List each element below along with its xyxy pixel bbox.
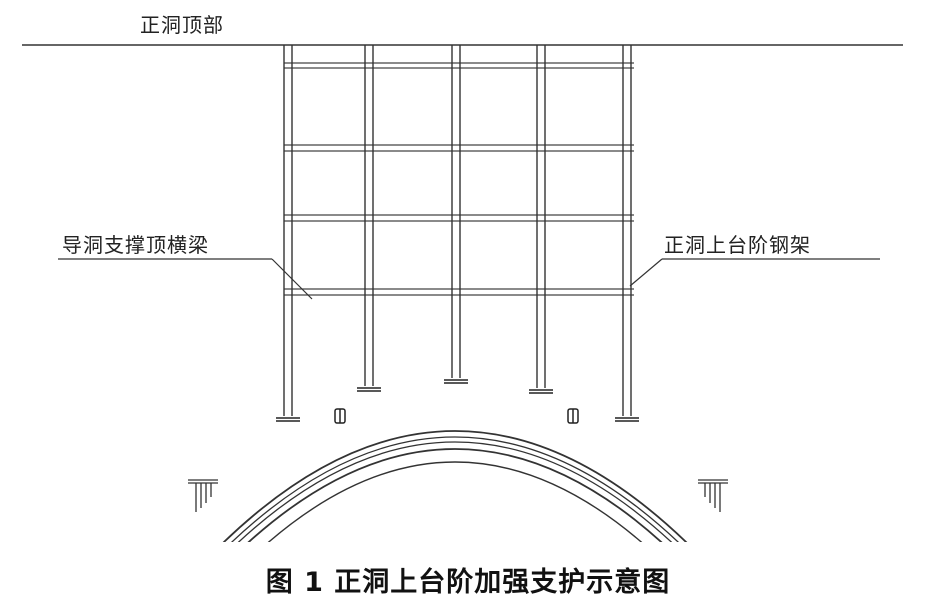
vertical-posts	[283, 45, 632, 416]
post-base-plates	[276, 379, 639, 422]
tunnel-arch	[222, 430, 688, 542]
side-supports	[188, 479, 728, 512]
leader-right	[629, 258, 880, 287]
figure-caption: 图 1 正洞上台阶加强支护示意图	[265, 567, 671, 598]
label-steel-frame: 正洞上台阶钢架	[664, 233, 811, 257]
label-crossbeam: 导洞支撑顶横梁	[62, 233, 209, 257]
leader-left	[58, 258, 313, 300]
horizontal-ties	[284, 62, 634, 296]
label-tunnel-top: 正洞顶部	[140, 13, 224, 37]
arch-joints	[334, 408, 579, 424]
